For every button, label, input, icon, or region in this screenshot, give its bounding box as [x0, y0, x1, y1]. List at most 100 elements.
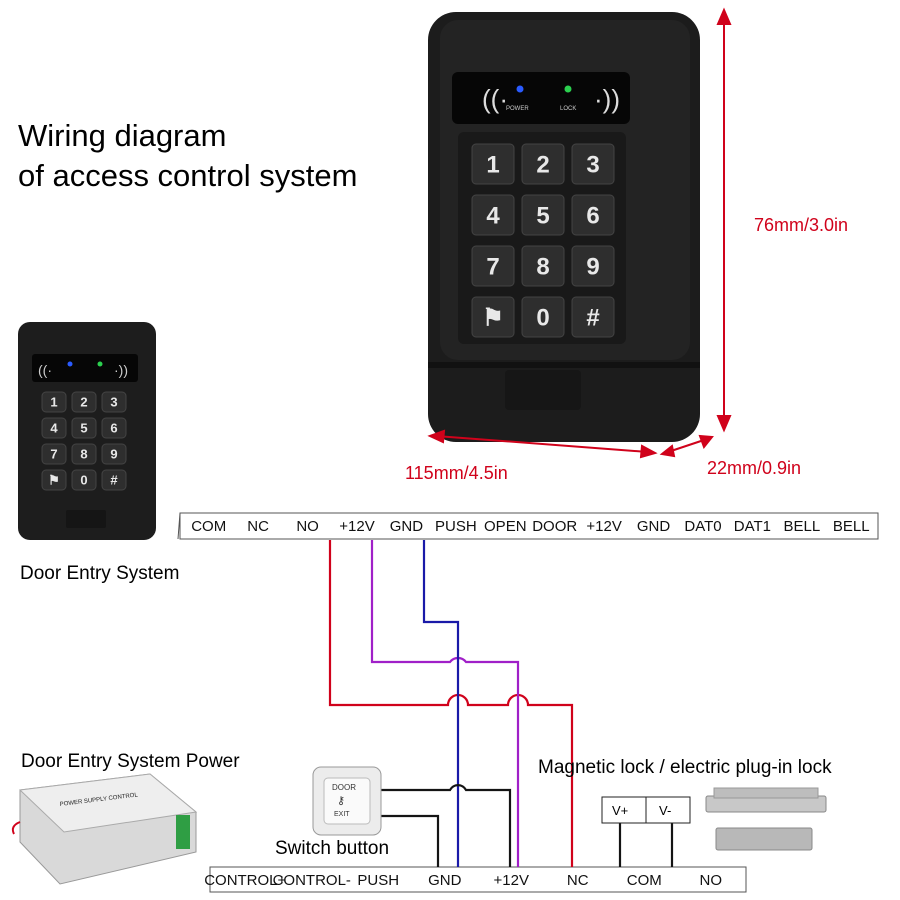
wiring	[328, 540, 674, 867]
power-led-icon	[516, 85, 524, 93]
bottom-terminal-label: PUSH	[357, 872, 399, 889]
small-keypad-key-label: 4	[50, 421, 58, 436]
bottom-terminal-label: CONTROL+	[204, 872, 286, 889]
top-terminal-label: NC	[247, 518, 269, 535]
magnetic-lock-image	[705, 787, 827, 851]
small-keypad-key-label: 5	[80, 421, 87, 436]
large-keypad-key-label: 9	[586, 253, 599, 280]
top-terminal-strip	[179, 512, 879, 540]
large-keypad-key	[571, 245, 615, 287]
small-keypad-key-label: 8	[80, 447, 87, 462]
bottom-terminal-label: CONTROL-	[273, 872, 351, 889]
bottom-terminal-label: NC	[567, 872, 589, 889]
power-supply-unit: POWER SUPPLY CONTROL	[11, 773, 198, 885]
bottom-terminal-strip	[209, 866, 747, 893]
small-keypad-key	[101, 417, 127, 439]
power-led-label: POWER	[506, 106, 529, 112]
large-keypad-key	[471, 194, 515, 236]
rfid-waves-left-icon: ((·	[482, 84, 508, 114]
small-keypad-key	[71, 391, 97, 413]
rfid-waves-right-icon: ·))	[594, 84, 620, 114]
title-line-1: Wiring diagram	[18, 118, 227, 153]
switch-wire-1	[380, 784, 512, 867]
lock-led-label: LOCK	[560, 106, 576, 112]
large-keypad-key	[471, 143, 515, 185]
top-terminal-label: BELL	[784, 518, 821, 535]
lock-led-icon	[564, 85, 572, 93]
large-keypad-key	[521, 143, 565, 185]
purple-gnd-wire	[370, 540, 520, 867]
width-dimension: 115mm/4.5in	[405, 463, 508, 483]
large-keypad-key	[471, 296, 515, 338]
small-keypad-key	[101, 391, 127, 413]
top-terminal-label: +12V	[586, 518, 621, 535]
large-keypad-key-label: 6	[586, 202, 599, 229]
small-keypad-key-label: 3	[110, 395, 117, 410]
large-keypad-key	[571, 143, 615, 185]
small-keypad-key	[71, 417, 97, 439]
large-keypad-key	[521, 245, 565, 287]
top-terminal-label: OPEN	[484, 518, 527, 535]
small-keypad-key	[41, 417, 67, 439]
top-terminal-label: GND	[637, 518, 671, 535]
small-keypad-key	[41, 391, 67, 413]
top-terminal-label: +12V	[339, 518, 374, 535]
top-terminal-label: PUSH	[435, 518, 477, 535]
small-keypad-key	[101, 443, 127, 465]
top-terminal-label: DAT0	[684, 518, 721, 535]
small-keypad-key-label: ⚑	[48, 473, 60, 488]
power-supply-caption: Door Entry System Power	[21, 751, 240, 772]
large-keypad-key-label: 0	[536, 304, 549, 331]
bottom-terminal-label: +12V	[494, 872, 529, 889]
large-keypad-key	[571, 296, 615, 338]
large-keypad-key-label: #	[586, 304, 599, 331]
bottom-terminal-label: COM	[627, 872, 662, 889]
small-keypad-key-label: 9	[110, 447, 117, 462]
top-terminal-label: DAT1	[734, 518, 771, 535]
small-keypad-key	[41, 469, 67, 491]
bottom-terminal-label: NO	[700, 872, 723, 889]
large-keypad-key-label: 2	[536, 151, 549, 178]
diagram-title: Wiring diagram of access control system	[18, 116, 357, 196]
small-keypad-key	[71, 469, 97, 491]
small-keypad-key	[71, 443, 97, 465]
lock-v-minus: V-	[659, 803, 671, 818]
key-icon: ⚷	[337, 795, 345, 807]
switch-exit-text: EXIT	[334, 811, 350, 818]
title-line-2: of access control system	[18, 158, 358, 193]
red-12v-wire	[328, 540, 574, 867]
height-dimension: 76mm/3.0in	[754, 215, 849, 235]
small-keypad-key-label: 0	[80, 473, 87, 488]
switch-door-text: DOOR	[332, 783, 356, 792]
bottom-terminal-label: GND	[428, 872, 462, 889]
top-terminal-label: GND	[390, 518, 424, 535]
lock-v-plus: V+	[612, 803, 628, 818]
door-entry-caption: Door Entry System	[20, 563, 180, 584]
small-keypad-key	[101, 469, 127, 491]
top-terminal-label: BELL	[833, 518, 870, 535]
large-keypad-key-label: 5	[536, 202, 549, 229]
dimension-arrows	[427, 7, 732, 459]
large-keypad-key-label: ⚑	[482, 304, 504, 331]
large-keypad-key-label: 1	[486, 151, 499, 178]
blue-push-wire	[422, 540, 460, 867]
svg-text:((·: ((·	[38, 362, 52, 378]
large-keypad-key-label: 7	[486, 253, 499, 280]
large-keypad-key-label: 4	[486, 202, 500, 229]
switch-caption: Switch button	[275, 838, 390, 859]
small-keypad-key	[41, 443, 67, 465]
small-keypad-key-label: 6	[110, 421, 117, 436]
large-keypad-key-label: 3	[586, 151, 599, 178]
switch-wire-2	[380, 814, 440, 867]
small-keypad-key-label: 7	[50, 447, 57, 462]
large-keypad-key	[521, 194, 565, 236]
large-keypad-key	[521, 296, 565, 338]
top-terminal-label: COM	[191, 518, 226, 535]
depth-dimension: 22mm/0.9in	[707, 458, 802, 478]
large-keypad-key	[571, 194, 615, 236]
top-terminal-label: DOOR	[532, 518, 577, 535]
large-keypad-key	[471, 245, 515, 287]
svg-text:·)): ·))	[114, 362, 128, 378]
